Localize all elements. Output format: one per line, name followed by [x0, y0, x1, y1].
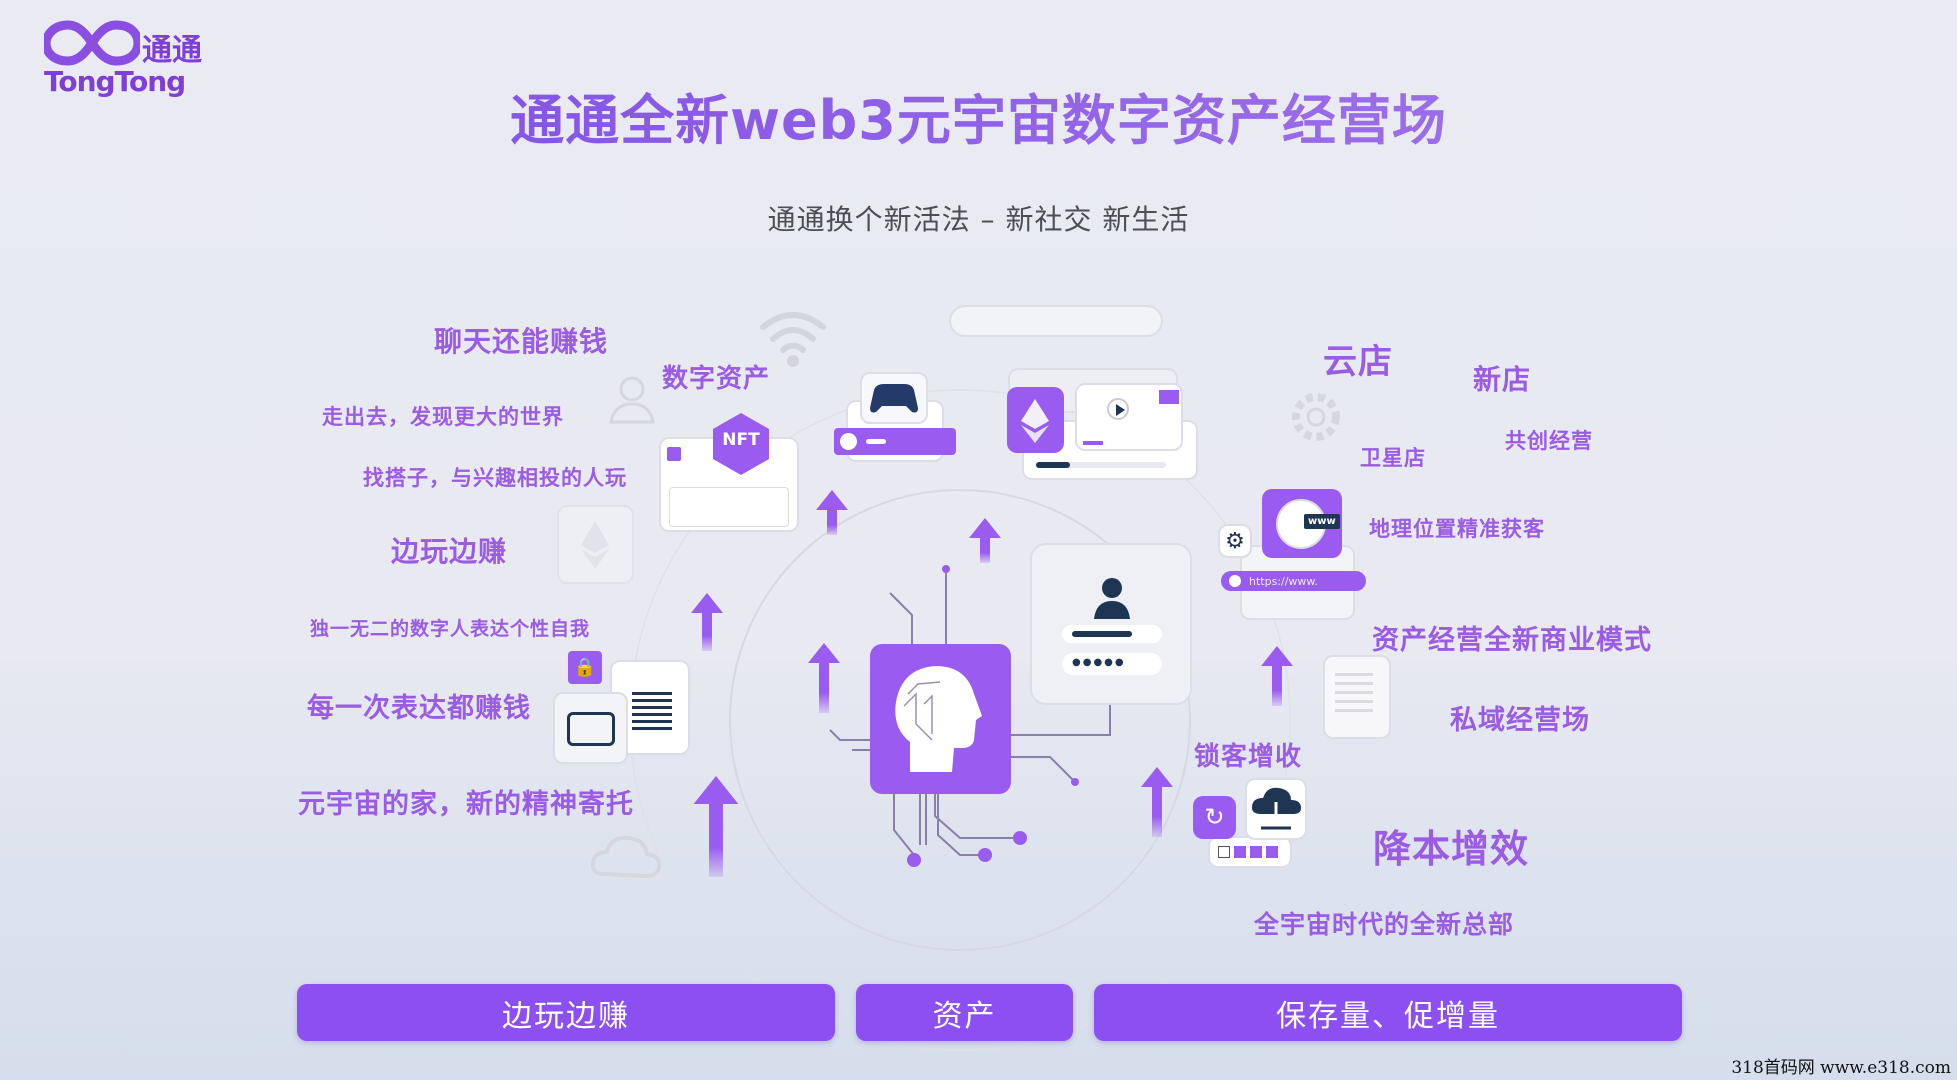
- ai-head-icon: [895, 666, 982, 772]
- progress-bar: [1036, 462, 1166, 468]
- login-card: ●●●●●: [1030, 543, 1192, 705]
- gear-icon: ⚙: [1225, 528, 1245, 554]
- retain-grow-button[interactable]: 保存量、促增量: [1094, 984, 1682, 1041]
- www-badge: www: [1304, 514, 1340, 529]
- ethereum-faded-icon: [581, 521, 609, 569]
- wallet-icon: [567, 712, 615, 746]
- play-button-icon: [1107, 398, 1129, 420]
- label-metaverse-home: 元宇宙的家，新的精神寄托: [298, 789, 634, 820]
- ai-head-tile: [870, 644, 1011, 794]
- assets-button[interactable]: 资产: [856, 984, 1073, 1041]
- up-arrow-icon: [1261, 646, 1293, 706]
- cloud-faded-icon: [590, 835, 662, 879]
- label-satellite-store: 卫星店: [1360, 446, 1426, 470]
- label-express-earn: 每一次表达都赚钱: [307, 693, 531, 724]
- label-digital-human: 独一无二的数字人表达个性自我: [310, 618, 591, 640]
- up-arrow-icon: [1141, 767, 1173, 837]
- sync-tile: ↻: [1193, 796, 1236, 839]
- user-avatar-icon: [1094, 578, 1130, 619]
- gamepad-icon: [870, 384, 918, 413]
- video-card: [1075, 383, 1183, 451]
- wallet-card: [553, 692, 628, 764]
- label-new-business-model: 资产经营全新商业模式: [1372, 625, 1652, 656]
- up-arrow-icon: [693, 776, 739, 877]
- cloud-upload-icon: [1251, 787, 1301, 830]
- label-lock-customers: 锁客增收: [1194, 742, 1303, 772]
- label-go-out: 走出去，发现更大的世界: [322, 405, 564, 429]
- person-faded-icon: [609, 376, 655, 424]
- checkbox-icon: [667, 447, 681, 461]
- page-subtitle: 通通换个新活法 – 新社交 新生活: [767, 203, 1190, 236]
- play-icon: [840, 433, 857, 450]
- up-arrow-icon: [691, 593, 723, 651]
- up-arrow-icon: [808, 643, 840, 713]
- url-text: https://www.: [1249, 574, 1318, 588]
- nft-badge-text: NFT: [722, 430, 760, 450]
- checklist-card: [1208, 836, 1292, 868]
- label-co-operate: 共创经营: [1505, 429, 1593, 453]
- url-bar-top: [949, 305, 1163, 337]
- label-play-earn: 边玩边赚: [391, 535, 508, 568]
- gamepad-tile: [860, 372, 928, 424]
- ethereum-tile: [1007, 387, 1064, 453]
- label-private-domain: 私域经营场: [1450, 705, 1590, 736]
- globe-tile: www: [1262, 489, 1342, 558]
- settings-tile: ⚙: [1218, 524, 1252, 558]
- lock-icon: 🔒: [568, 651, 602, 684]
- password-field: ●●●●●: [1062, 653, 1162, 675]
- label-new-store: 新店: [1473, 363, 1532, 396]
- logo: 通通 TongTong: [44, 19, 204, 98]
- play-earn-button[interactable]: 边玩边赚: [297, 984, 835, 1041]
- username-field: [1062, 625, 1162, 643]
- cloud-upload-card: [1245, 778, 1307, 840]
- label-geo-acquire: 地理位置精准获客: [1369, 517, 1545, 541]
- faded-eth-card: [557, 505, 634, 584]
- logo-en-text: TongTong: [44, 65, 186, 98]
- ethereum-icon: [1021, 399, 1049, 443]
- url-bar: https://www.: [1221, 571, 1366, 591]
- label-new-hq: 全宇宙时代的全新总部: [1254, 910, 1515, 939]
- label-cut-cost: 降本增效: [1373, 827, 1530, 871]
- gear-faded-icon: [1292, 393, 1340, 441]
- label-find-partner: 找搭子，与兴趣相投的人玩: [363, 466, 627, 490]
- label-chat-earn: 聊天还能赚钱: [434, 325, 609, 358]
- up-arrow-icon: [816, 490, 848, 535]
- label-digital-assets: 数字资产: [662, 364, 771, 394]
- media-player-bar: [834, 428, 956, 455]
- watermark: 318首码网 www.e318.com: [1731, 1058, 1951, 1078]
- document-card: [1323, 655, 1391, 739]
- label-cloud-store: 云店: [1323, 342, 1393, 382]
- infinity-logo-icon: [44, 20, 140, 66]
- logo-cn-text: 通通: [142, 33, 202, 68]
- up-arrow-icon: [969, 518, 1001, 563]
- page-title: 通通全新web3元宇宙数字资产经营场: [0, 76, 1957, 155]
- wifi-icon: [760, 312, 826, 367]
- nft-hexagon: [713, 413, 769, 475]
